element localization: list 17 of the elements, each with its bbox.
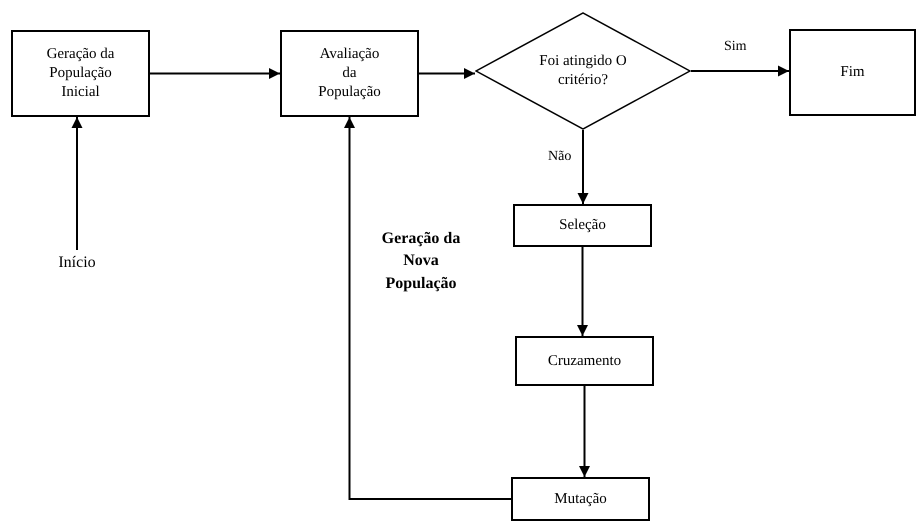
arrow	[72, 117, 82, 250]
loop-label: Geração da Nova População	[380, 229, 462, 294]
arrow	[578, 130, 588, 204]
arrow	[150, 68, 280, 79]
process-box: Cruzamento	[515, 336, 654, 386]
process-box: Seleção	[513, 204, 652, 247]
arrow	[344, 117, 511, 500]
arrow	[579, 386, 590, 477]
decision-diamond: Foi atingido O critério?	[475, 12, 691, 130]
process-box: Avaliação da População	[280, 30, 419, 117]
arrow	[577, 247, 588, 336]
arrow	[419, 68, 475, 79]
process-box: Mutação	[511, 477, 650, 521]
process-box: Geração da População Inicial	[11, 30, 150, 117]
start-label: Início	[47, 250, 107, 276]
process-box: Fim	[789, 29, 916, 116]
arrow	[691, 66, 789, 76]
